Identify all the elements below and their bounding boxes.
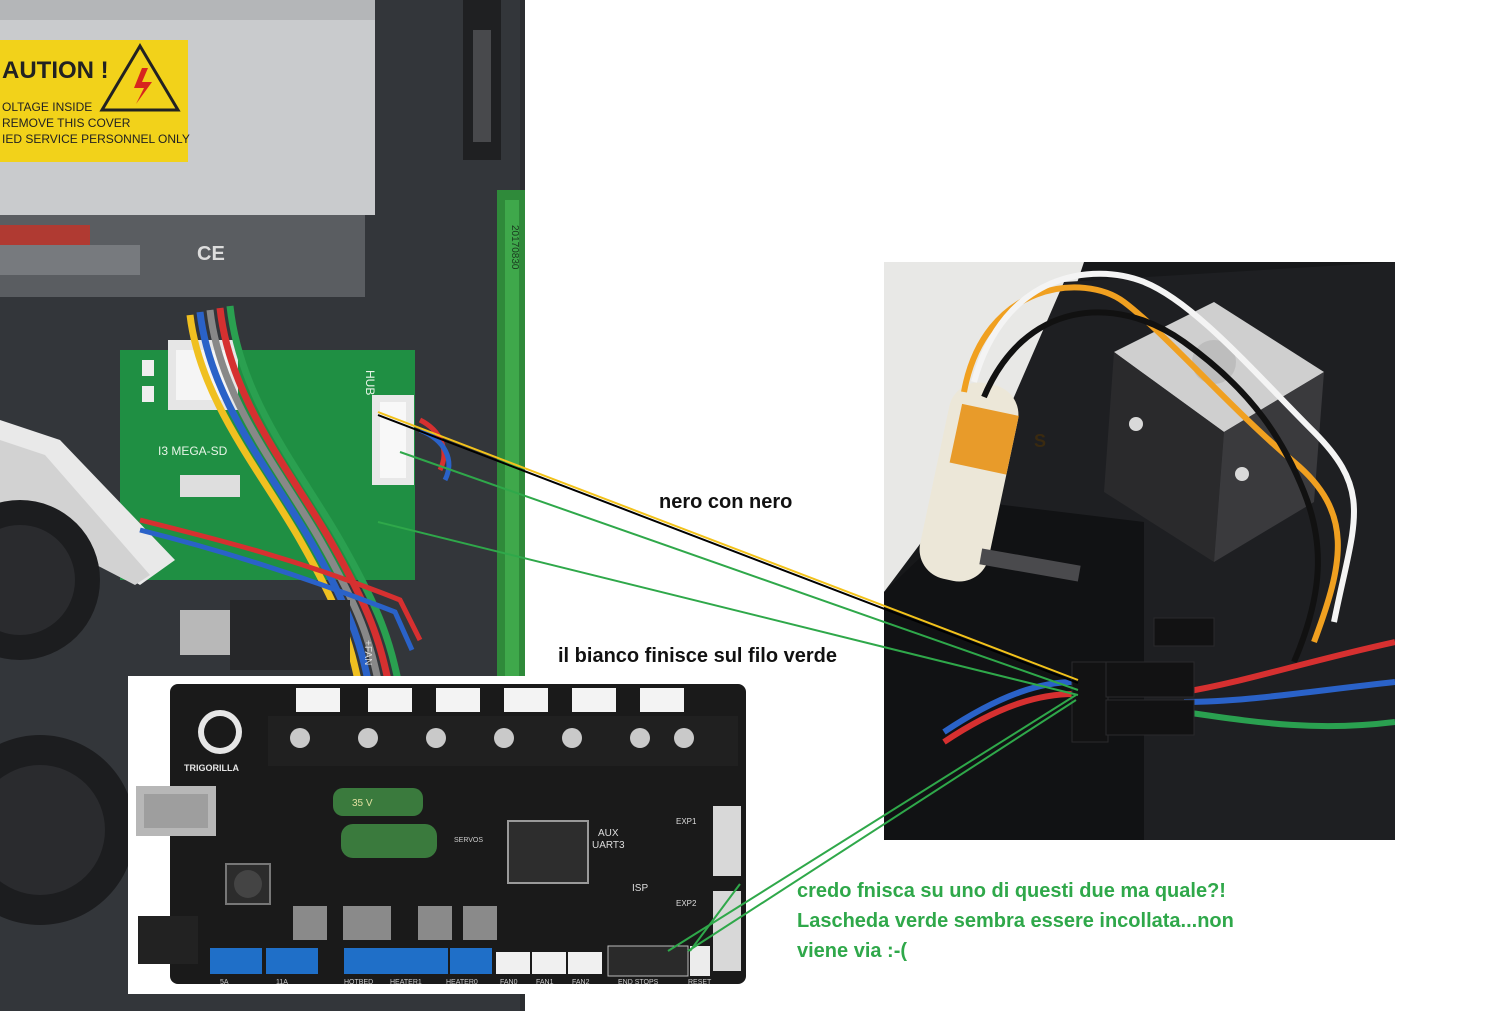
terminal-label-3: HOTBED (344, 979, 373, 986)
endstops-label: END STOPS (618, 979, 659, 986)
servos-label: SERVOS (454, 837, 483, 844)
board-label: I3 MEGA-SD (158, 444, 228, 458)
terminal-label-2: 11A (276, 979, 288, 986)
hub-label: HUB (363, 370, 377, 395)
reset-label: RESET (688, 979, 712, 986)
aux-label: AUX (598, 828, 619, 839)
photo-trigorilla-board-drawing: TRIGORILLA 35 V AUX UART3 ISP EXP1 EXP2 … (128, 676, 774, 994)
annotation-white-on-green: il bianco finisce sul filo verde (558, 645, 837, 667)
terminal-label-1: 5A (220, 979, 229, 986)
annotation-question-line-1: credo fnisca su uno di questi due ma qua… (797, 880, 1226, 902)
annotation-question-line-2: Lascheda verde sembra essere incollata..… (797, 910, 1234, 932)
caution-line-1: OLTAGE INSIDE (2, 100, 92, 114)
fan-label: +FAN (362, 640, 373, 665)
photo-trigorilla-board: TRIGORILLA 35 V AUX UART3 ISP EXP1 EXP2 … (128, 676, 774, 994)
annotation-black-with-black: nero con nero (659, 491, 793, 513)
svg-text:CE: CE (197, 243, 225, 265)
caution-title: AUTION ! (2, 57, 109, 84)
isp-label: ISP (632, 883, 648, 894)
date-code: 20170830 (509, 225, 520, 270)
terminal-label-5: HEATER0 (446, 979, 478, 986)
annotation-question: credo fnisca su uno di questi due ma qua… (797, 876, 1234, 966)
uart-label: UART3 (592, 840, 625, 851)
cap-label: 35 V (352, 798, 373, 809)
board-brand: TRIGORILLA (184, 763, 239, 773)
terminal-label-7: FAN1 (536, 979, 554, 986)
tape-label: S (1034, 431, 1046, 451)
terminal-label-4: HEATER1 (390, 979, 422, 986)
terminal-label-8: FAN2 (572, 979, 590, 986)
exp2-label: EXP2 (676, 899, 697, 908)
caution-line-3: IED SERVICE PERSONNEL ONLY (2, 132, 190, 146)
annotation-question-line-3: viene via :-( (797, 940, 908, 962)
caution-line-2: REMOVE THIS COVER (2, 116, 131, 130)
exp1-label: EXP1 (676, 817, 697, 826)
photo-filament-sensor-drawing: S (884, 262, 1395, 840)
photo-filament-sensor: S (884, 262, 1395, 840)
terminal-label-6: FAN0 (500, 979, 518, 986)
